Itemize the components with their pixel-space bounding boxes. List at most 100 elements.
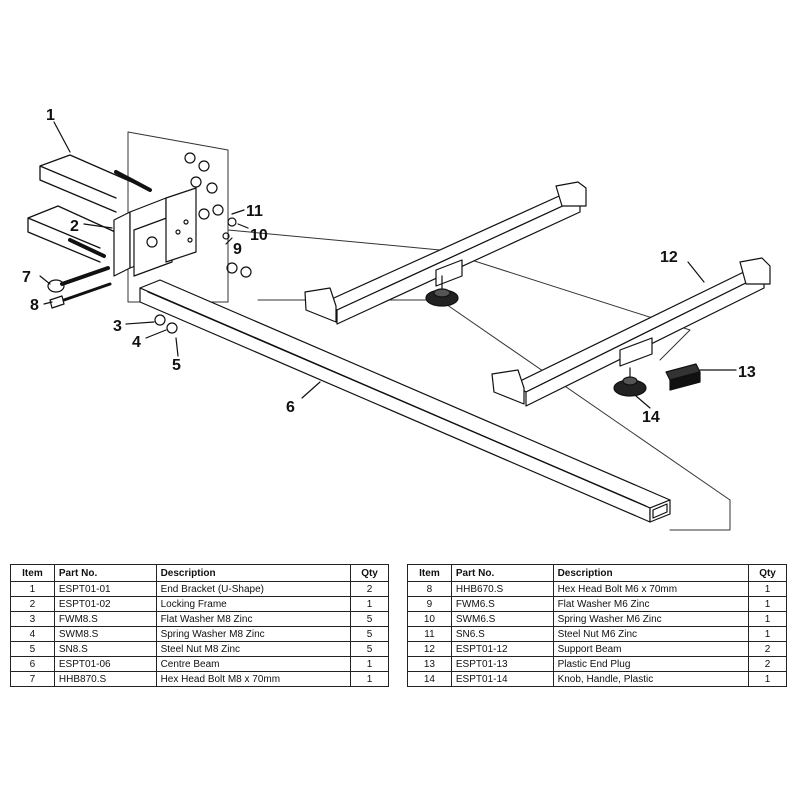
cell-part-no: ESPT01-12 [450,641,554,657]
leader-lines [39,121,737,409]
cell-item: 5 [10,641,55,657]
cell-part-no: FWM6.S [450,596,554,612]
cell-part-no: ESPT01-06 [53,656,157,672]
end-bracket-u-upper [39,154,152,213]
cell-part-no: HHB870.S [53,671,157,687]
cell-item: 9 [407,596,452,612]
cell-description: Knob, Handle, Plastic [552,671,750,687]
cell-qty: 1 [350,596,389,612]
cell-description: Locking Frame [155,596,352,612]
cell-qty: 1 [748,611,787,627]
knob-upper [425,275,459,307]
cell-qty: 1 [748,671,787,687]
header-item: Item [10,564,55,582]
cell-part-no: SN6.S [450,626,554,642]
callout-8: 8 [30,297,39,314]
cell-item: 10 [407,611,452,627]
cell-part-no: ESPT01-13 [450,656,554,672]
support-beam-lower [491,257,771,407]
cell-description: Spring Washer M6 Zinc [552,611,750,627]
cell-part-no: SWM8.S [53,626,157,642]
cell-part-no: FWM8.S [53,611,157,627]
callout-10: 10 [250,227,268,244]
callout-13: 13 [738,364,756,381]
cell-description: Centre Beam [155,656,352,672]
cell-part-no: ESPT01-02 [53,596,157,612]
cell-qty: 2 [748,656,787,672]
header-qty: Qty [350,564,389,582]
knob-lower [613,367,647,397]
callout-1: 1 [46,107,55,124]
cell-item: 2 [10,596,55,612]
callout-12: 12 [660,249,678,266]
cell-qty: 5 [350,611,389,627]
support-beam-upper [304,181,587,325]
cell-item: 7 [10,671,55,687]
header-qty: Qty [748,564,787,582]
cell-part-no: SWM6.S [450,611,554,627]
cell-item: 12 [407,641,452,657]
callout-9: 9 [233,241,242,258]
plastic-end-plug [665,363,701,391]
callout-6: 6 [286,399,295,416]
callout-labels: 1 2 3 4 5 6 7 8 9 10 11 12 13 14 [22,107,756,426]
cell-qty: 1 [748,626,787,642]
callout-7: 7 [22,269,31,286]
cell-description: Steel Nut M8 Zinc [155,641,352,657]
callout-3: 3 [113,318,122,335]
cell-item: 6 [10,656,55,672]
washers-nuts-stack [154,152,252,334]
cell-part-no: ESPT01-01 [53,581,157,597]
cell-qty: 5 [350,641,389,657]
cell-part-no: ESPT01-14 [450,671,554,687]
cell-qty: 1 [350,671,389,687]
callout-4: 4 [132,334,141,351]
cell-description: Steel Nut M6 Zinc [552,626,750,642]
locking-frame [113,187,197,277]
cell-item: 14 [407,671,452,687]
cell-description: Spring Washer M8 Zinc [155,626,352,642]
callout-14: 14 [642,409,660,426]
cell-qty: 1 [748,596,787,612]
cell-description: End Bracket (U-Shape) [155,581,352,597]
cell-item: 13 [407,656,452,672]
table-header-row: Item Part No. Description Qty [407,564,787,582]
cell-description: Flat Washer M8 Zinc [155,611,352,627]
callout-5: 5 [172,357,181,374]
cell-item: 3 [10,611,55,627]
cell-description: Hex Head Bolt M6 x 70mm [552,581,750,597]
cell-qty: 1 [350,656,389,672]
cell-qty: 2 [350,581,389,597]
cell-description: Plastic End Plug [552,656,750,672]
callout-2: 2 [70,218,79,235]
centre-beam [139,279,671,523]
cell-description: Hex Head Bolt M8 x 70mm [155,671,352,687]
cell-qty: 2 [748,641,787,657]
cell-item: 1 [10,581,55,597]
cell-item: 4 [10,626,55,642]
cell-item: 11 [407,626,452,642]
cell-qty: 5 [350,626,389,642]
cell-part-no: SN8.S [53,641,157,657]
cell-part-no: HHB670.S [450,581,554,597]
header-part-no: Part No. [53,564,157,582]
cell-qty: 1 [748,581,787,597]
bolt-m8 [47,266,110,293]
callout-11: 11 [246,203,263,220]
exploded-assembly-diagram: 1 2 3 4 5 6 7 8 9 10 11 12 13 14 [22,107,771,531]
cell-item: 8 [407,581,452,597]
bolt-m6 [49,282,112,309]
cell-description: Flat Washer M6 Zinc [552,596,750,612]
